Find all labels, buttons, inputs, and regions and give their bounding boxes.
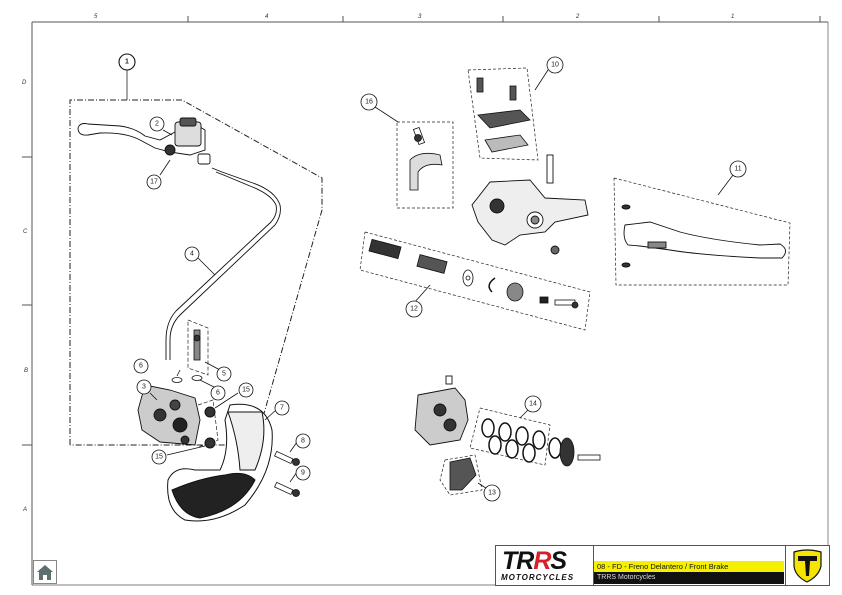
callout-10 xyxy=(546,56,564,74)
column-label-1: 1 xyxy=(731,14,735,20)
column-label-5: 5 xyxy=(94,14,98,20)
callout-label: 12 xyxy=(410,306,418,313)
seals-group xyxy=(469,407,551,466)
lever-group xyxy=(613,177,791,286)
callout-9 xyxy=(295,465,311,481)
home-button[interactable] xyxy=(33,560,57,584)
caliper-exploded xyxy=(414,375,469,446)
seals xyxy=(481,418,562,463)
drawing-frame xyxy=(22,16,829,586)
brake-pads xyxy=(449,457,477,491)
piston-kit xyxy=(368,238,579,309)
callout-14 xyxy=(524,395,542,413)
callout-11 xyxy=(729,160,747,178)
banjo-bolt-group xyxy=(187,319,209,376)
master-cylinder-body xyxy=(471,154,589,255)
callout-label: 1 xyxy=(125,59,129,66)
callout-label: 5 xyxy=(222,371,226,378)
document-subtitle: TRRS Motorcycles xyxy=(594,572,784,584)
copper-washer xyxy=(171,377,183,383)
callout-label: 6 xyxy=(216,390,220,397)
callout-label: 16 xyxy=(365,99,373,106)
callout-5 xyxy=(216,366,232,382)
callout-label: 11 xyxy=(734,166,741,173)
callout-15b xyxy=(151,449,167,465)
trrs-logo: TRRS MOTORCYCLES xyxy=(496,546,594,585)
callout-2 xyxy=(149,116,165,132)
callout-17 xyxy=(146,174,162,190)
callout-label: 10 xyxy=(551,62,559,69)
column-label-2: 2 xyxy=(576,14,580,20)
callout-label: 3 xyxy=(142,384,146,391)
logo-text: TRRS xyxy=(502,547,567,575)
logo-subtext: MOTORCYCLES xyxy=(501,573,575,582)
callout-12 xyxy=(405,300,423,318)
brake-lever-master-cylinder xyxy=(77,117,211,165)
callout-15a xyxy=(238,382,254,398)
title-block: TRRS MOTORCYCLES 08 - FD - Freno Delante… xyxy=(495,545,830,586)
callout-label: 6 xyxy=(139,363,143,370)
callout-label: 17 xyxy=(150,179,158,186)
callouts xyxy=(118,53,747,502)
row-label-d: D xyxy=(22,80,27,86)
piston-kit-group xyxy=(359,231,591,331)
brake-pads-group xyxy=(439,454,483,496)
column-label-3: 3 xyxy=(418,14,422,20)
callout-labels: 1 2 3 4 5 6 6 7 8 9 10 11 12 13 14 15 15… xyxy=(125,59,742,497)
callout-label: 4 xyxy=(190,251,194,258)
banjo-bolt xyxy=(191,329,203,381)
reservoir-cap-group xyxy=(467,67,539,161)
column-label-4: 4 xyxy=(265,14,269,20)
row-label-c: C xyxy=(23,229,28,235)
callout-3 xyxy=(136,379,152,395)
callout-4 xyxy=(184,246,200,262)
callout-7 xyxy=(274,400,290,416)
callout-label: 8 xyxy=(301,438,305,445)
trrs-shield-badge xyxy=(785,546,829,585)
callout-8 xyxy=(295,433,311,449)
washer-lower xyxy=(204,437,216,449)
clamp-group xyxy=(396,121,454,209)
document-title: 08 - FD - Freno Delantero / Front Brake xyxy=(594,561,784,572)
callout-label: 14 xyxy=(529,401,537,408)
clamp xyxy=(409,126,443,191)
washer-upper xyxy=(204,406,216,418)
row-label-a: A xyxy=(23,507,28,513)
callout-6a xyxy=(133,358,149,374)
logo-wordmark: TRRS xyxy=(502,547,567,575)
callout-label: 13 xyxy=(488,490,496,497)
callout-16 xyxy=(360,93,378,111)
disc-guard xyxy=(167,403,273,522)
guard-bolts xyxy=(274,450,300,497)
callout-label: 9 xyxy=(301,470,305,477)
bleed-plate xyxy=(559,437,601,467)
callout-6b xyxy=(210,385,226,401)
brake-caliper xyxy=(137,384,201,446)
row-label-b: B xyxy=(24,368,29,374)
reservoir-cap xyxy=(476,77,531,153)
brake-hose xyxy=(165,167,281,360)
callout-label: 7 xyxy=(280,405,284,412)
callout-label: 15 xyxy=(155,454,163,461)
home-icon xyxy=(37,565,53,580)
callout-13 xyxy=(483,484,501,502)
callout-label: 2 xyxy=(155,121,159,128)
shield-icon xyxy=(793,549,822,583)
lever xyxy=(621,204,786,268)
callout-label: 15 xyxy=(242,387,250,394)
callout-1 xyxy=(118,53,136,71)
